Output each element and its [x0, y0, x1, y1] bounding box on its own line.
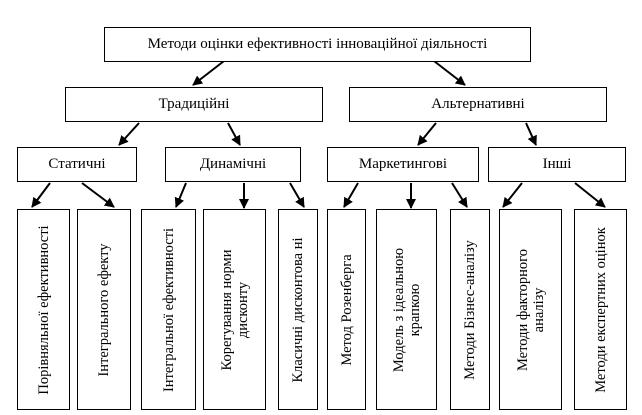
- marketing-node: Маркетингові: [327, 147, 479, 182]
- arrow-static-integral-effect: [81, 182, 115, 208]
- arrow-other-factor: [502, 182, 523, 208]
- other-node: Інші: [488, 147, 626, 182]
- arrow-alternative-marketing: [417, 122, 437, 146]
- leaf-discount-adjustment: Корегування норми дисконту: [203, 209, 266, 410]
- leaf-factor-analysis-label: Методи факторного аналізу: [514, 248, 547, 371]
- leaf-expert-estimates: Методи експертних оцінок: [574, 209, 627, 410]
- leaf-comparative: Порівняльної ефективності: [17, 209, 70, 410]
- leaf-integral-effect-label: Інтегрального ефекту: [96, 242, 112, 377]
- arrow-traditional-static: [118, 122, 140, 146]
- alternative-node: Альтернативні: [349, 87, 607, 122]
- leaf-rosenberg: Метод Розенберга: [327, 209, 366, 410]
- leaf-integral-effect: Інтегрального ефекту: [77, 209, 131, 410]
- arrow-dynamic-integral-efficiency: [174, 182, 187, 208]
- traditional-node: Традиційні: [65, 87, 323, 122]
- leaf-business-analysis-label: Методи Бізнес-аналізу: [462, 239, 478, 380]
- arrow-traditional-dynamic: [227, 122, 241, 146]
- arrow-alternative-other: [525, 122, 537, 146]
- arrow-other-expert: [574, 182, 606, 208]
- leaf-classic-discount: Класичні дисконтова ні: [278, 209, 318, 410]
- leaf-integral-efficiency-label: Інтегральної ефективності: [160, 227, 177, 392]
- root-label: Методи оцінки ефективності інноваційної …: [147, 36, 488, 53]
- dynamic-node: Динамічні: [165, 147, 301, 182]
- traditional-label: Традиційні: [158, 96, 230, 113]
- arrow-dynamic-classic-discount: [289, 182, 305, 208]
- arrow-root-traditional: [192, 60, 225, 86]
- leaf-discount-adjustment-label: Корегування норми дисконту: [218, 249, 251, 370]
- arrow-marketing-business: [451, 182, 468, 208]
- leaf-integral-efficiency: Інтегральної ефективності: [141, 209, 196, 410]
- static-node: Статичні: [17, 147, 137, 182]
- arrow-marketing-rosenberg: [343, 182, 359, 208]
- leaf-factor-analysis: Методи факторного аналізу: [499, 209, 562, 410]
- leaf-rosenberg-label: Метод Розенберга: [338, 253, 355, 366]
- leaf-expert-estimates-label: Методи експертних оцінок: [592, 226, 609, 393]
- dynamic-label: Динамічні: [199, 156, 267, 173]
- leaf-comparative-label: Порівняльної ефективності: [35, 224, 52, 395]
- leaf-ideal-point: Модель з ідеальною крапкою: [376, 209, 437, 410]
- alternative-label: Альтернативні: [431, 96, 525, 113]
- leaf-ideal-point-label: Модель з ідеальною крапкою: [390, 247, 423, 372]
- arrow-root-alternative: [433, 60, 466, 86]
- other-label: Інші: [542, 156, 572, 173]
- root-node: Методи оцінки ефективності інноваційної …: [104, 27, 531, 62]
- leaf-business-analysis: Методи Бізнес-аналізу: [450, 209, 490, 410]
- marketing-label: Маркетингові: [358, 156, 448, 173]
- arrow-static-comparative: [31, 182, 51, 208]
- static-label: Статичні: [48, 156, 106, 173]
- leaf-classic-discount-label: Класичні дисконтова ні: [290, 236, 306, 383]
